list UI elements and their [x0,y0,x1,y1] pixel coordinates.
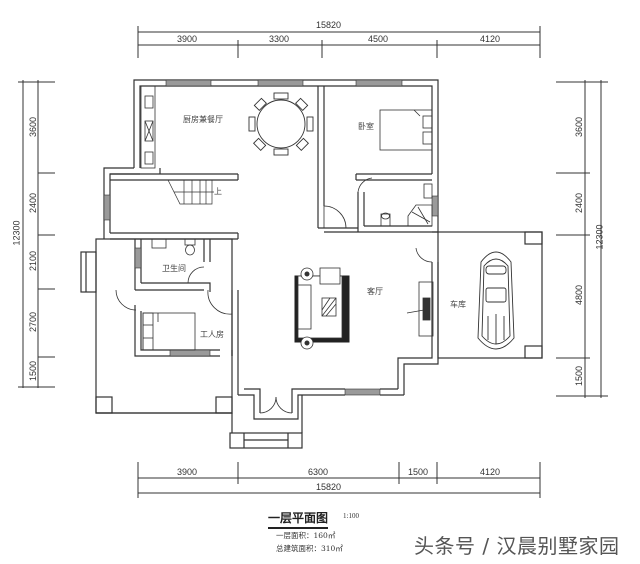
top-dimension-1: 3900 [177,34,198,44]
tv-cabinet [406,281,434,337]
exterior-walls [80,79,543,449]
left-total-dimension: 12300 [11,220,22,246]
total-building-area: 总建筑面积：310㎡ [276,544,343,553]
kitchen-counter [140,85,156,169]
right-dimension-1: 3600 [574,116,585,138]
ensuite-fixtures [380,183,433,227]
left-dimension-4: 2700 [28,311,39,333]
left-dimension-5: 1500 [28,360,39,382]
bottom-total-dimension: 15820 [316,482,342,492]
right-total-dimension: 12300 [594,224,605,250]
stairs-up-label: 上 [214,187,222,196]
first-floor-area: 一层面积：160㎡ [276,531,336,540]
bedroom-bed [379,109,433,151]
left-dimension-3: 2100 [28,250,39,272]
left-dimension-1: 3600 [28,116,39,138]
right-dimension-lines [556,80,608,398]
room-label-living-room: 客厅 [367,287,383,296]
top-dimension-3: 4500 [368,34,389,44]
right-dimension-2: 2400 [574,192,585,214]
room-label-garage: 车库 [450,300,466,309]
room-label-kitchen-dining: 厨房兼餐厅 [183,115,223,124]
drawing-title: 一层平面图 [268,509,329,529]
top-total-dimension: 15820 [316,20,342,30]
bottom-dimension-lines [137,462,541,498]
room-label-servant-room: 工人房 [200,330,224,339]
top-dimension-lines [137,26,541,58]
drawing-scale: 1:100 [343,512,359,520]
room-label-bedroom: 卧室 [358,122,374,131]
room-label-bathroom: 卫生间 [162,264,186,273]
servant-room-bed [142,312,196,351]
living-room-sofa-set [294,267,350,350]
right-dimension-4: 1500 [574,365,585,387]
bottom-dimension-3: 1500 [408,467,429,477]
bottom-dimension-4: 4120 [480,467,501,477]
bottom-dimension-1: 3900 [177,467,198,477]
windows [103,79,439,396]
bathroom-fixtures [151,238,196,256]
staircase [167,179,214,205]
dining-table [248,92,314,156]
left-dimension-2: 2400 [28,192,39,214]
right-dimension-3: 4800 [574,284,585,306]
garage-car [477,251,515,350]
doors [115,177,433,414]
top-dimension-4: 4120 [480,34,501,44]
left-dimension-lines [18,80,55,388]
watermark-text: 头条号 / 汉晨别墅家园 [414,534,620,558]
top-dimension-2: 3300 [269,34,290,44]
bottom-dimension-2: 6300 [308,467,329,477]
